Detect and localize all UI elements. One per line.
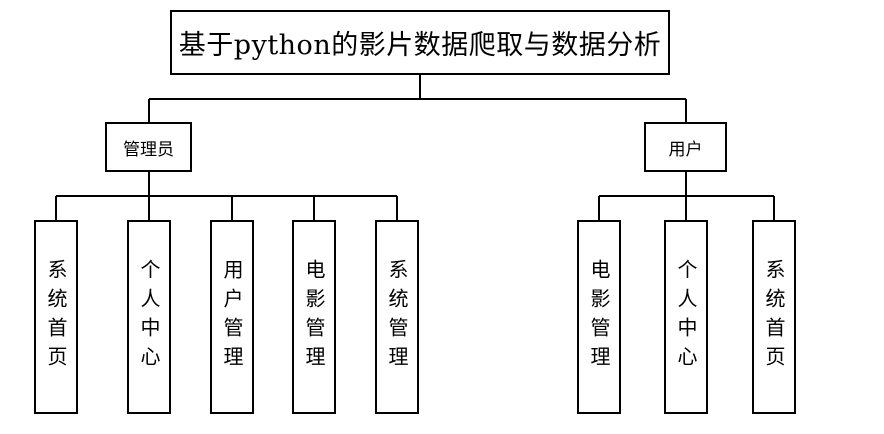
admin-module-users-box: 用户管理 <box>210 220 254 414</box>
admin-module-home-label: 系统首页 <box>44 259 68 375</box>
admin-module-movies-box: 电影管理 <box>292 220 336 414</box>
admin-module-system-box: 系统管理 <box>375 220 419 414</box>
user-module-home-box: 系统首页 <box>752 220 796 414</box>
admin-module-profile-label: 个人中心 <box>137 259 161 375</box>
user-module-movies-label: 电影管理 <box>587 259 611 375</box>
user-module-profile-label: 个人中心 <box>674 259 698 375</box>
admin-module-system-label: 系统管理 <box>385 259 409 375</box>
admin-module-movies-label: 电影管理 <box>302 259 326 375</box>
admin-module-users-label: 用户管理 <box>220 259 244 375</box>
admin-module-profile-box: 个人中心 <box>127 220 171 414</box>
admin-module-home-box: 系统首页 <box>34 220 78 414</box>
admin-role-label: 管理员 <box>123 139 174 160</box>
user-module-home-label: 系统首页 <box>762 259 786 375</box>
user-module-profile-box: 个人中心 <box>664 220 708 414</box>
user-role-box: 用户 <box>644 122 727 172</box>
user-module-movies-box: 电影管理 <box>577 220 621 414</box>
system-title: 基于python的影片数据爬取与数据分析 <box>178 30 662 61</box>
user-role-label: 用户 <box>668 139 703 160</box>
system-title-box: 基于python的影片数据爬取与数据分析 <box>170 10 670 75</box>
admin-role-box: 管理员 <box>105 122 192 172</box>
